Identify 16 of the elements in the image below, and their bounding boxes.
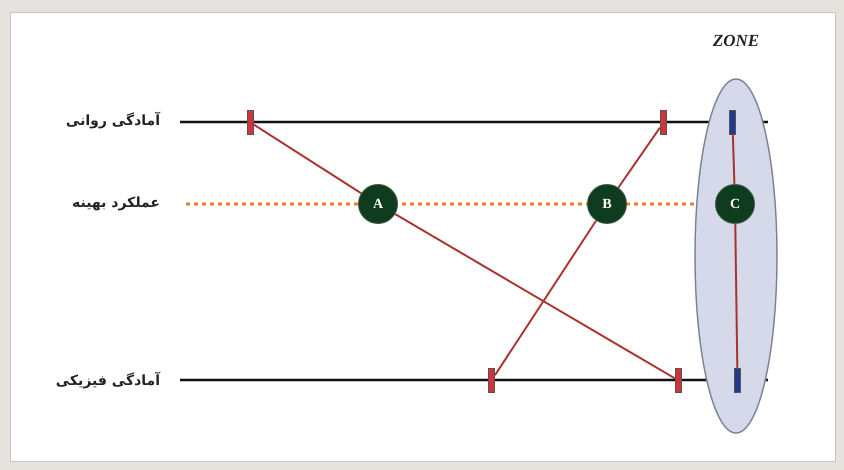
tick-marker <box>247 110 254 135</box>
connector-line <box>734 224 738 368</box>
row-label: آمادگی روانی <box>66 111 160 131</box>
connector-line <box>253 124 362 194</box>
connector-line <box>494 220 597 376</box>
tick-marker <box>734 368 741 393</box>
connector-line <box>394 213 676 380</box>
row-label: عملکرد بهینه <box>72 194 160 213</box>
connector-line <box>732 134 736 184</box>
tick-marker <box>488 368 495 393</box>
connector-line <box>618 126 661 188</box>
row-label: آمادگی فیزیکی <box>56 371 160 391</box>
tick-marker <box>729 110 736 135</box>
zone-heading: ZONE <box>712 30 760 52</box>
tick-marker <box>660 110 667 135</box>
tick-marker <box>675 368 682 393</box>
